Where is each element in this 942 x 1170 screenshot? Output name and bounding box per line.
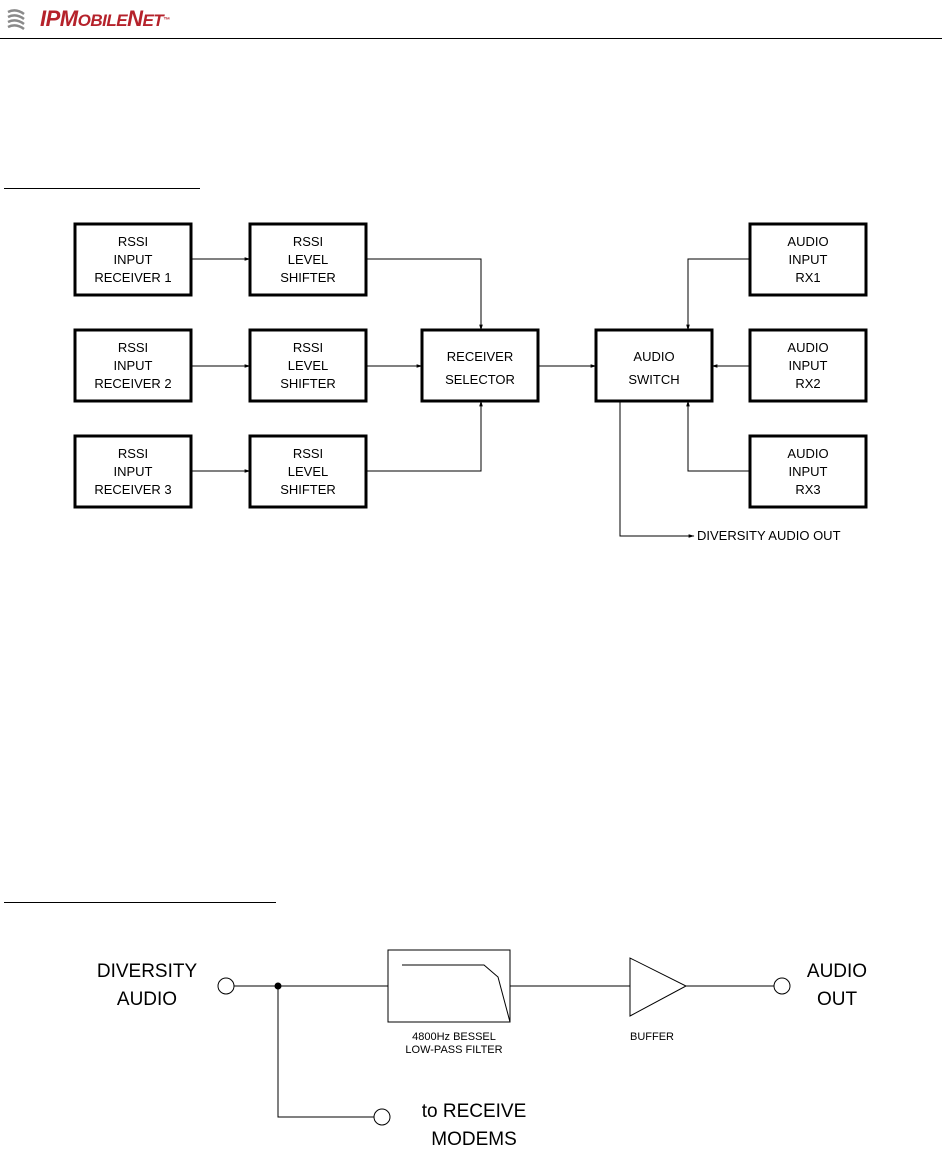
block-label: RSSI <box>118 340 148 355</box>
block-label: AUDIO <box>787 340 828 355</box>
block-label: AUDIO <box>787 446 828 461</box>
block-label: RECEIVER 1 <box>94 270 171 285</box>
to-receive-modems-label: MODEMS <box>431 1129 517 1150</box>
connector-line <box>686 258 750 331</box>
buffer-amplifier-symbol <box>629 957 688 1017</box>
audio-out-label: AUDIO <box>807 961 867 982</box>
audio-output-signal-path-diagram: DIVERSITY AUDIO AUDIO OUT to RECEIVE MOD… <box>97 949 867 1150</box>
block-label: INPUT <box>114 252 153 267</box>
receiver-selector-block <box>420 328 540 403</box>
connector-line <box>686 400 750 472</box>
block-label: INPUT <box>789 252 828 267</box>
lowpass-filter-block <box>387 949 511 1023</box>
block-label: AUDIO <box>633 349 674 364</box>
logo-part-n: N <box>127 6 143 31</box>
block-label: INPUT <box>789 464 828 479</box>
block-label: RSSI <box>118 234 148 249</box>
audio-switch-block <box>594 328 714 403</box>
block-label: SELECTOR <box>445 372 515 387</box>
block-label: RX2 <box>795 376 820 391</box>
block-label: RECEIVER 2 <box>94 376 171 391</box>
block-label: SHIFTER <box>280 376 336 391</box>
audio-out-terminal <box>773 977 791 995</box>
block-label: AUDIO <box>787 234 828 249</box>
logo-text: IPMOBILENET™ <box>40 5 170 35</box>
block-label: RECEIVER <box>447 349 513 364</box>
ipmobilenet-logo: IPMOBILENET™ <box>6 6 170 34</box>
filter-response-curve <box>402 964 511 1023</box>
diversity-audio-label: AUDIO <box>117 989 177 1010</box>
filter-label: LOW-PASS FILTER <box>405 1044 502 1056</box>
logo-part-obile: OBILE <box>77 11 128 30</box>
to-receive-modems-label: to RECEIVE <box>422 1101 527 1122</box>
receive-modems-terminal <box>373 1108 391 1126</box>
section-heading-underline-2 <box>4 902 276 903</box>
block-label: SHIFTER <box>280 482 336 497</box>
audio-out-label: OUT <box>817 989 858 1010</box>
logo-trademark: ™ <box>163 17 170 24</box>
connector-line <box>366 400 483 472</box>
block-label: RX3 <box>795 482 820 497</box>
buffer-label: BUFFER <box>630 1031 674 1043</box>
connector-line <box>366 258 483 331</box>
section-heading-underline-1 <box>4 188 200 189</box>
receiver-diversity-block-diagram: RSSI INPUT RECEIVER 1 RSSI INPUT RECEIVE… <box>73 222 868 543</box>
block-label: INPUT <box>789 358 828 373</box>
block-label: INPUT <box>114 358 153 373</box>
block-label: RSSI <box>293 446 323 461</box>
block-label: RSSI <box>293 340 323 355</box>
logo-mark-icon <box>7 9 25 31</box>
block-label: INPUT <box>114 464 153 479</box>
block-label: RX1 <box>795 270 820 285</box>
block-label: LEVEL <box>288 464 328 479</box>
connector-line <box>619 401 695 538</box>
block-label: LEVEL <box>288 252 328 267</box>
page-header: IPMOBILENET™ <box>0 0 942 40</box>
signal-line <box>277 986 374 1118</box>
block-label: RECEIVER 3 <box>94 482 171 497</box>
block-label: SHIFTER <box>280 270 336 285</box>
header-rule <box>0 38 942 39</box>
block-label: RSSI <box>293 234 323 249</box>
logo-part-et: ET <box>142 11 164 30</box>
block-label: RSSI <box>118 446 148 461</box>
diversity-audio-label: DIVERSITY <box>97 961 198 982</box>
block-label: SWITCH <box>628 372 679 387</box>
block-label: LEVEL <box>288 358 328 373</box>
logo-part-m: M <box>59 6 78 31</box>
logo-part-ip: IP <box>40 6 60 31</box>
diversity-audio-out-label: DIVERSITY AUDIO OUT <box>697 528 841 543</box>
filter-label: 4800Hz BESSEL <box>412 1031 496 1043</box>
diversity-audio-terminal <box>217 977 235 995</box>
